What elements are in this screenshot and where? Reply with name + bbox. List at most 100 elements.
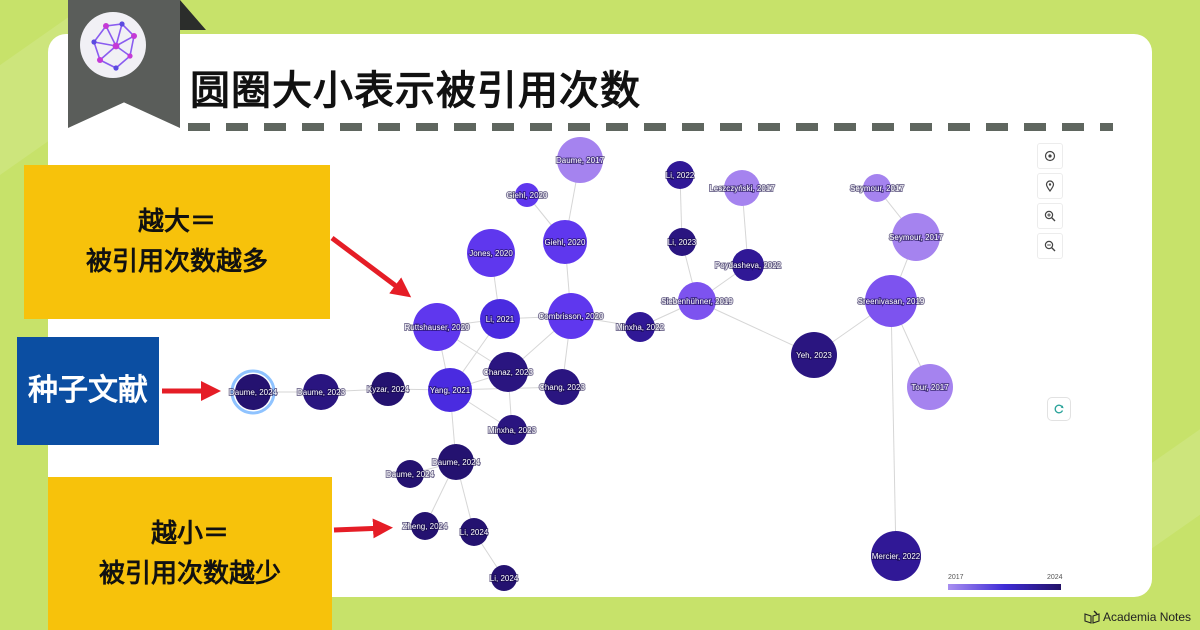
callout-bigger: 越大＝ 被引用次数越多 [24,165,330,319]
zoom-in-button[interactable] [1037,203,1063,229]
paper-node[interactable]: Jones, 2020 [467,229,515,277]
paper-node-circle[interactable] [303,374,339,410]
paper-node[interactable]: Li, 2024 [489,565,520,591]
seed-node-halo [230,369,276,415]
paper-node-circle[interactable] [438,444,474,480]
callout-bigger-line1: 越大＝ [137,207,216,237]
year-color-legend [948,584,1061,590]
paper-node[interactable]: Ruttshauser, 2020 [404,303,471,351]
paper-node-circle[interactable] [791,332,837,378]
callout-seed-label: 种子文献 [28,373,148,408]
paper-node-circle[interactable] [543,220,587,264]
paper-node-circle[interactable] [497,415,527,445]
paper-node-circle[interactable] [491,565,517,591]
paper-node-label: Zheng, 2024 [403,522,448,531]
paper-node[interactable]: Minxha, 2022 [615,312,666,342]
paper-node-circle[interactable] [668,228,696,256]
paper-node-label: Kyzar, 2024 [367,385,410,394]
callout-smaller-line1: 越小＝ [150,518,229,549]
paper-node-circle[interactable] [428,368,472,412]
paper-node[interactable]: Mercier, 2022 [871,531,922,581]
paper-node[interactable]: Li, 2024 [459,518,490,546]
paper-node[interactable]: Li, 2023 [667,228,698,256]
graph-edge [890,300,897,557]
paper-node-circle[interactable] [488,352,528,392]
paper-node-circle[interactable] [678,282,716,320]
paper-node-circle[interactable] [411,512,439,540]
seed-node[interactable]: Daume, 2024 [228,369,279,415]
paper-node[interactable]: Li, 2022 [665,161,696,189]
paper-node-circle[interactable] [732,249,764,281]
paper-node-label: Li, 2023 [668,238,697,247]
paper-node-label: Giehl, 2020 [507,191,548,200]
paper-node-circle[interactable] [544,369,580,405]
paper-node-circle[interactable] [515,183,539,207]
paper-node[interactable]: Sreenivasan, 2019 [857,275,926,327]
paper-node-circle[interactable] [863,174,891,202]
paper-node-circle[interactable] [557,137,603,183]
paper-node-circle[interactable] [413,303,461,351]
paper-node-circle[interactable] [892,213,940,261]
paper-node-circle[interactable] [548,293,594,339]
paper-node-circle[interactable] [724,170,760,206]
paper-node[interactable]: Combrisson, 2020 [538,293,605,339]
zoom-in-icon [1044,210,1056,222]
paper-node[interactable]: Leszczyński, 2017 [708,170,776,206]
paper-node-label: Seymour, 2017 [850,184,904,193]
paper-node[interactable]: Kyzar, 2024 [366,372,411,406]
network-logo-icon [80,12,146,78]
paper-node-circle[interactable] [871,531,921,581]
paper-node[interactable]: Yeh, 2023 [791,332,837,378]
paper-node[interactable]: Daume, 2017 [555,137,606,183]
paper-node-circle[interactable] [460,518,488,546]
paper-node-circle[interactable] [467,229,515,277]
callout-smaller-line2: 被引用次数越少 [98,558,281,589]
paper-node-circle[interactable] [396,460,424,488]
paper-node[interactable]: Seymour, 2017 [888,213,944,261]
paper-node-circle[interactable] [235,374,271,410]
legend-min-year: 2017 [948,574,964,581]
paper-node-circle[interactable] [666,161,694,189]
paper-node[interactable]: Yang, 2021 [428,368,472,412]
paper-node[interactable]: Li, 2021 [480,299,520,339]
paper-node[interactable]: Seymour, 2017 [849,174,905,202]
paper-node[interactable]: Tour, 2017 [907,364,953,410]
location-pin-icon [1045,180,1055,192]
paper-node[interactable]: Giehl, 2020 [506,183,549,207]
paper-node[interactable]: Chanaz, 2023 [482,352,534,392]
paper-node-circle[interactable] [907,364,953,410]
paper-node-circle[interactable] [371,372,405,406]
callout-seed: 种子文献 [17,337,159,445]
sync-button[interactable] [1047,397,1071,421]
paper-node-label: Yang, 2021 [430,386,471,395]
paper-node[interactable]: Daume, 2023 [296,374,347,410]
zoom-out-button[interactable] [1037,233,1063,259]
recenter-button[interactable] [1037,143,1063,169]
paper-node-label: Li, 2024 [460,528,489,537]
paper-node-circle[interactable] [865,275,917,327]
paper-node-label: Poydasheva, 2022 [715,261,782,270]
paper-node[interactable]: Siebenhühner, 2019 [660,282,734,320]
dashed-divider [188,123,1113,131]
legend-max-year: 2024 [1047,574,1063,581]
paper-node-label: Daume, 2024 [386,470,435,479]
footer-brand-text: Academia Notes [1103,610,1192,624]
paper-node-circle[interactable] [480,299,520,339]
paper-node[interactable]: Giehl, 2020 [543,220,587,264]
paper-node[interactable]: Poydasheva, 2022 [714,249,783,281]
paper-node[interactable]: Chang, 2023 [538,369,586,405]
paper-node-circle[interactable] [625,312,655,342]
paper-node-label: Chanaz, 2023 [483,368,533,377]
paper-node[interactable]: Minxha, 2023 [487,415,538,445]
paper-node[interactable]: Daume, 2024 [385,460,436,488]
paper-node-label: Combrisson, 2020 [539,312,604,321]
locate-button[interactable] [1037,173,1063,199]
paper-node-label: Leszczyński, 2017 [709,184,775,193]
paper-node[interactable]: Daume, 2024 [431,444,482,480]
paper-node[interactable]: Zheng, 2024 [402,512,449,540]
paper-node-label: Li, 2022 [666,171,695,180]
paper-node-label: Daume, 2024 [229,388,278,397]
bookmark-tab [180,0,206,30]
